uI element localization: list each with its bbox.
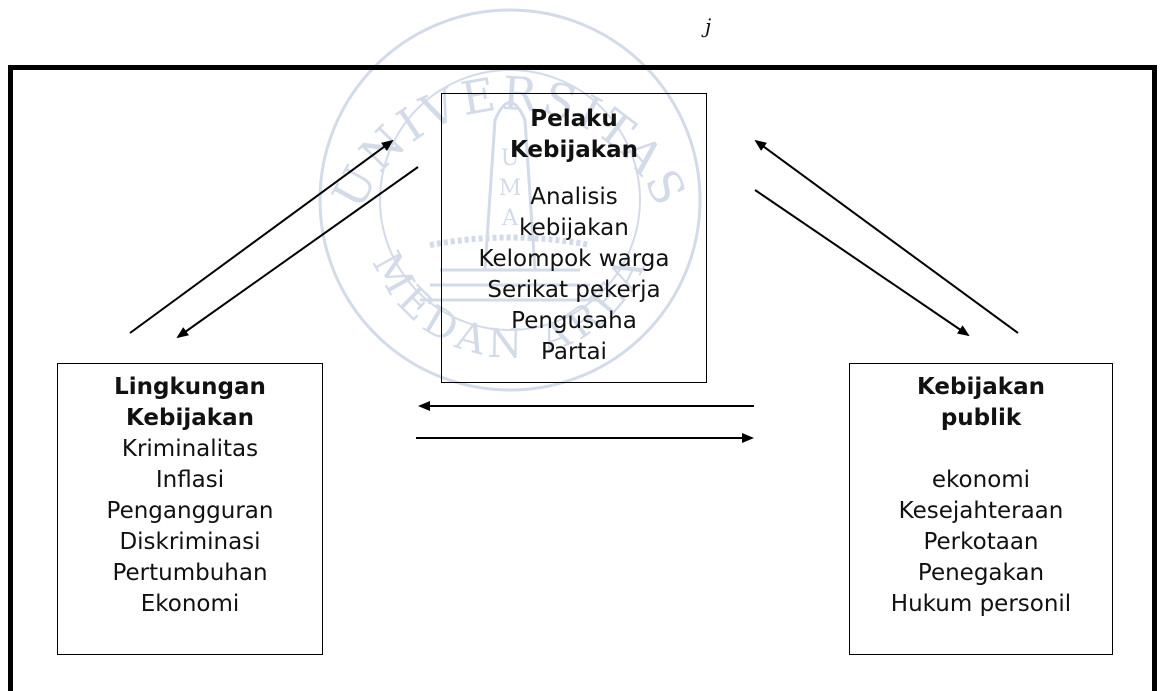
lingkungan-item: Diskriminasi [119,529,261,555]
kebijakan-title-line-1: Kebijakan [917,374,1045,400]
pelaku-kebijakan-box: Pelaku Kebijakan Analisis kebijakan Kelo… [441,93,707,383]
kebijakan-item: Hukum personil [890,591,1072,617]
lingkungan-title-line-2: Kebijakan [126,405,254,431]
kebijakan-item: Penegakan [917,560,1045,586]
kebijakan-publik-box: Kebijakan publik ekonomi Kesejahteraan P… [849,363,1113,655]
kebijakan-item: Perkotaan [923,529,1039,555]
pelaku-spacer [442,166,706,182]
pelaku-item: kebijakan [519,215,629,241]
lingkungan-item: Pengangguran [106,498,274,524]
pelaku-item: Serikat pekerja [487,277,661,303]
lingkungan-item: Pertumbuhan [112,560,268,586]
lingkungan-kebijakan-box: Lingkungan Kebijakan Kriminalitas Inflas… [57,363,323,655]
pelaku-title-line-2: Kebijakan [510,137,638,163]
pelaku-title-line-1: Pelaku [530,106,618,132]
diagram-frame [8,65,1157,691]
kebijakan-title-line-2: publik [940,405,1022,431]
pelaku-item: Partai [541,339,607,365]
pelaku-item: Pengusaha [511,308,637,334]
lingkungan-item: Inflasi [155,467,225,493]
kebijakan-spacer [850,434,1112,465]
kebijakan-item: Kesejahteraan [898,498,1064,524]
lingkungan-title-line-1: Lingkungan [114,374,266,400]
pelaku-item: Analisis [530,184,618,210]
kebijakan-item: ekonomi [931,467,1031,493]
top-text-fragment: j [705,14,712,38]
lingkungan-item: Ekonomi [140,591,240,617]
pelaku-item: Kelompok warga [478,246,670,272]
lingkungan-item: Kriminalitas [121,436,259,462]
